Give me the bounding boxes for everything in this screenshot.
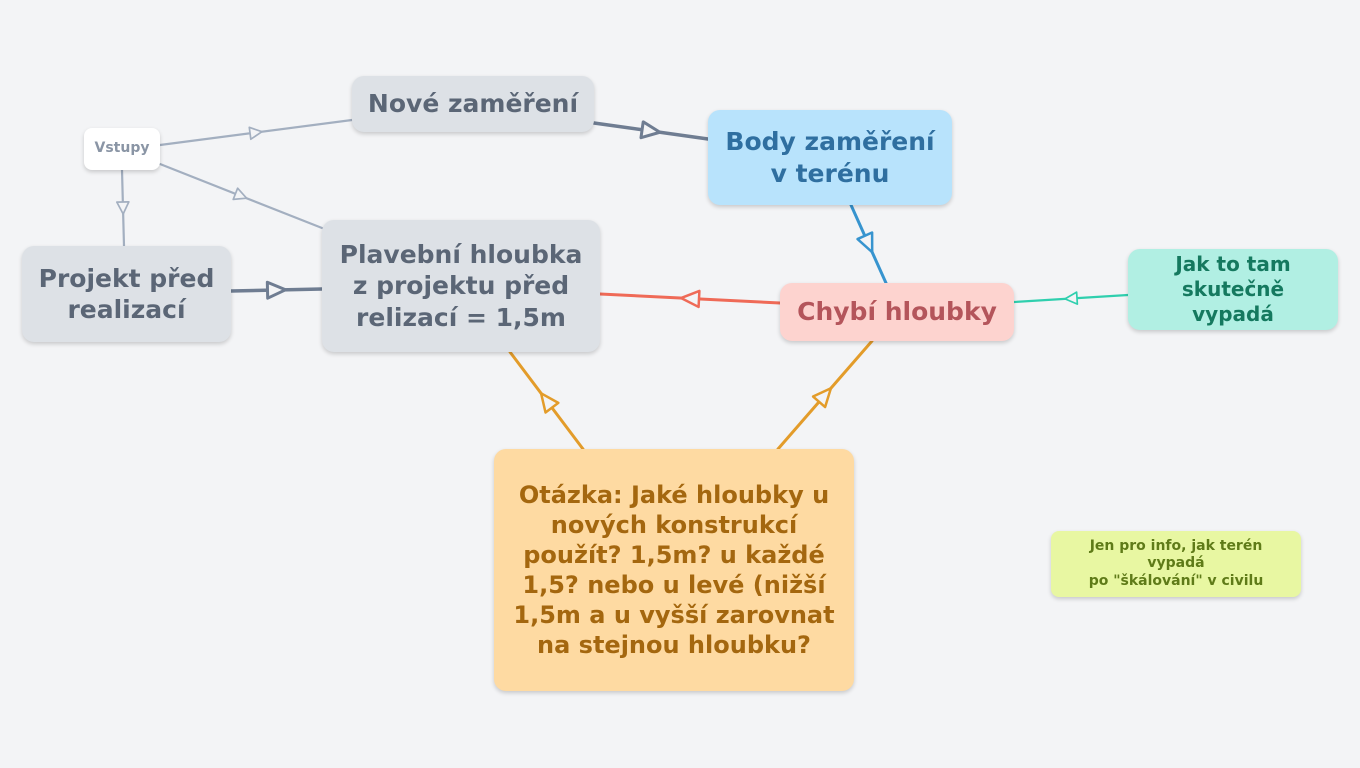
- node-otazka-line: 1,5? nebo u levé (nižší: [522, 571, 826, 599]
- node-chybi-label: Chybí hloubky: [797, 297, 997, 327]
- arrowhead-otazka-plavebni: [539, 392, 560, 414]
- node-jak-line: Jak to tam: [1175, 252, 1291, 276]
- arrowhead-projekt-plavebni: [265, 280, 287, 300]
- node-jak-line: skutečně vypadá: [1181, 277, 1285, 326]
- node-info-line: po "škálování" v civilu: [1088, 572, 1264, 589]
- node-plavebni-line: relizací = 1,5m: [356, 302, 566, 332]
- node-projekt-line: Projekt před: [38, 263, 215, 293]
- arrowhead-otazka-chybi: [811, 386, 833, 409]
- node-body-zamereni[interactable]: Body zaměření v terénu: [708, 110, 952, 205]
- node-projekt-line: realizací: [67, 295, 186, 324]
- node-plavebni-line: z projektu před: [352, 271, 570, 301]
- node-projekt[interactable]: Projekt před realizací: [22, 246, 231, 342]
- arrowhead-vstupy-projekt: [115, 200, 130, 215]
- node-vstupy[interactable]: Vstupy: [84, 128, 160, 170]
- arrowhead-jak_to_tam-chybi: [1064, 291, 1079, 305]
- node-chybi-hloubky[interactable]: Chybí hloubky: [780, 283, 1014, 341]
- node-plavebni-line: Plavební hloubka: [339, 240, 583, 270]
- node-nove-zamereni[interactable]: Nové zaměření: [352, 76, 594, 132]
- node-otazka[interactable]: Otázka: Jaké hloubky u nových konstrukcí…: [494, 449, 854, 691]
- arrowhead-vstupy-nove_zamereni: [248, 126, 263, 141]
- node-info-line: Jen pro info, jak terén vypadá: [1089, 537, 1263, 572]
- node-body-zamereni-line: v terénu: [770, 158, 890, 188]
- node-info-note[interactable]: Jen pro info, jak terén vypadá po "škálo…: [1051, 531, 1301, 597]
- node-otazka-line: na stejnou hloubku?: [537, 631, 811, 659]
- node-otazka-line: Otázka: Jaké hloubky u: [518, 481, 830, 509]
- node-nove-zamereni-label: Nové zaměření: [367, 89, 579, 119]
- node-otazka-line: použít? 1,5m? u každé: [523, 541, 825, 569]
- node-otazka-line: nových konstrukcí: [550, 511, 798, 539]
- arrowhead-vstupy-plavebni: [232, 187, 248, 201]
- node-body-zamereni-line: Body zaměření: [725, 127, 935, 157]
- node-otazka-line: 1,5m a u vyšší zarovnat: [513, 601, 835, 629]
- node-plavebni-hloubka[interactable]: Plavební hloubka z projektu před relizac…: [322, 220, 600, 352]
- node-vstupy-label: Vstupy: [94, 140, 150, 157]
- arrowhead-chybi-plavebni: [679, 289, 701, 309]
- arrowhead-body_zamereni-chybi: [856, 231, 874, 254]
- node-jak-to-tam[interactable]: Jak to tam skutečně vypadá: [1128, 249, 1338, 330]
- arrowhead-nove_zamereni-body_zamereni: [639, 120, 662, 140]
